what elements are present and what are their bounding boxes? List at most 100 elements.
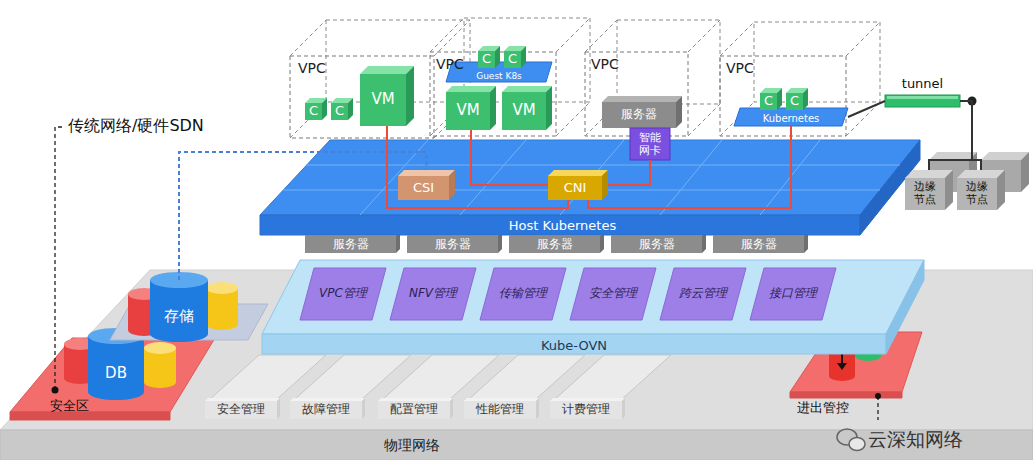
text-area: 智能网卡	[638, 131, 662, 158]
bracket-dot	[52, 387, 59, 394]
container-cube: C	[331, 98, 353, 120]
text-area: 安全管理	[578, 268, 648, 320]
node-label: VPC管理	[319, 287, 367, 301]
function-tile: 接口管理	[750, 268, 836, 320]
node-label: 配置管理	[390, 403, 438, 417]
text-area: 传输管理	[488, 268, 558, 320]
text-area: C	[478, 51, 495, 68]
connector	[848, 101, 885, 117]
csi-box: CSI	[398, 170, 455, 200]
text-area: 服务器	[611, 236, 702, 253]
tunnel-bar: tunnel	[885, 76, 960, 110]
node-label: 边缘节点	[912, 181, 938, 206]
node-label: 安全管理	[217, 403, 265, 417]
container-cube: C	[504, 46, 526, 68]
connector	[960, 101, 981, 170]
db-cylinder: DB	[88, 336, 144, 400]
edge-node: 边缘节点	[957, 170, 1005, 210]
management-tile: 配置管理	[378, 398, 453, 419]
kube-ovn-slab: Kube-OVN VPC管理 NFV管理 传输管理 安全管理 跨云管理 接口管理	[258, 258, 926, 358]
node-label: 跨云管理	[679, 287, 727, 301]
node-label: 物理网络	[384, 437, 440, 453]
text-area: Kubernetes	[740, 112, 842, 126]
node-label: 服务器	[741, 238, 777, 252]
text-area: 接口管理	[758, 268, 828, 320]
node-label: CNI	[564, 181, 587, 196]
text-area: 计费管理	[550, 401, 622, 419]
text-area: Host Kubernetes	[260, 216, 865, 237]
text-area: VPC	[591, 56, 680, 96]
node-label: 传输管理	[499, 287, 547, 301]
node-label: VPC	[726, 60, 754, 76]
text-area: C	[305, 103, 322, 120]
text-area: 安全区	[34, 396, 105, 416]
vm-cube: VM	[502, 86, 552, 130]
text-area: 故障管理	[290, 401, 362, 419]
text-area: VM	[502, 92, 546, 130]
text-area: VPC管理	[308, 268, 378, 320]
text-area: 服务器	[407, 236, 498, 253]
text-area: 安全管理	[205, 401, 277, 419]
node-label: C	[309, 104, 318, 119]
text-area: C	[331, 103, 348, 120]
node-label: tunnel	[902, 77, 943, 92]
management-tile: 计费管理	[550, 398, 625, 419]
node-label: Host Kubernetes	[509, 219, 616, 234]
node-label: 存储	[164, 308, 194, 325]
text-area: Guest K8s	[452, 71, 546, 82]
node-label: VM	[456, 102, 479, 119]
text-area: CSI	[398, 176, 449, 200]
text-area: C	[786, 93, 803, 110]
node-label: NFV管理	[409, 287, 457, 301]
text-area: 物理网络	[260, 430, 563, 460]
host-k8s-slab: Host Kubernetes CSI CNI	[255, 135, 925, 240]
text-area: 服务器	[602, 102, 676, 128]
storage-cylinder: 存储	[150, 280, 208, 342]
edge-node: 边缘节点	[905, 170, 953, 210]
node-label: 性能管理	[476, 403, 524, 417]
text-area: C	[760, 93, 777, 110]
tunnel-junction	[968, 97, 977, 106]
bracket-line	[55, 127, 62, 388]
node-label: Kube-OVN	[541, 339, 607, 354]
text-area: DB	[88, 348, 144, 400]
function-tile: 传输管理	[480, 268, 566, 320]
container-cube: C	[305, 98, 327, 120]
text-area: C	[504, 51, 521, 68]
function-tile: NFV管理	[390, 268, 476, 320]
container-cube: C	[760, 88, 782, 110]
security-zone: 安全区DB	[10, 332, 215, 422]
wechat-icon	[837, 429, 865, 451]
node-label: C	[508, 52, 517, 67]
node-label: VPC	[298, 60, 326, 76]
node-label: 服务器	[537, 238, 573, 252]
function-tile: 跨云管理	[660, 268, 746, 320]
node-label: C	[790, 94, 799, 109]
node-label: C	[764, 94, 773, 109]
node-label: 服务器	[435, 238, 471, 252]
text-area: 服务器	[509, 236, 600, 253]
node-label: VM	[371, 91, 394, 108]
text-area: NFV管理	[398, 268, 468, 320]
text-area: 服务器	[713, 236, 804, 253]
connector	[471, 130, 548, 185]
k8s-plate: KubernetesCC	[734, 108, 848, 126]
vpc-box: VPC 服务器	[585, 20, 720, 136]
smart-nic: 智能网卡	[630, 128, 670, 160]
node-label: Guest K8s	[476, 71, 522, 81]
container-cube: C	[786, 88, 808, 110]
node-label: 进出管控	[797, 401, 849, 416]
watermark: 云深知网络	[868, 427, 963, 453]
text-area: 进出管控	[790, 399, 855, 418]
vpc-box: VPCKubernetesCC	[720, 22, 880, 136]
management-tile: 安全管理	[205, 398, 280, 419]
node-label: 接口管理	[769, 287, 817, 301]
management-tile: 性能管理	[464, 398, 539, 419]
node-label: 计费管理	[562, 403, 610, 417]
connector	[588, 126, 791, 208]
node-label: 边缘节点	[964, 181, 990, 206]
management-tile: 故障管理	[290, 398, 365, 419]
vm-cube: VM	[446, 86, 496, 130]
vpc-box: VPC CC VM	[290, 20, 470, 138]
